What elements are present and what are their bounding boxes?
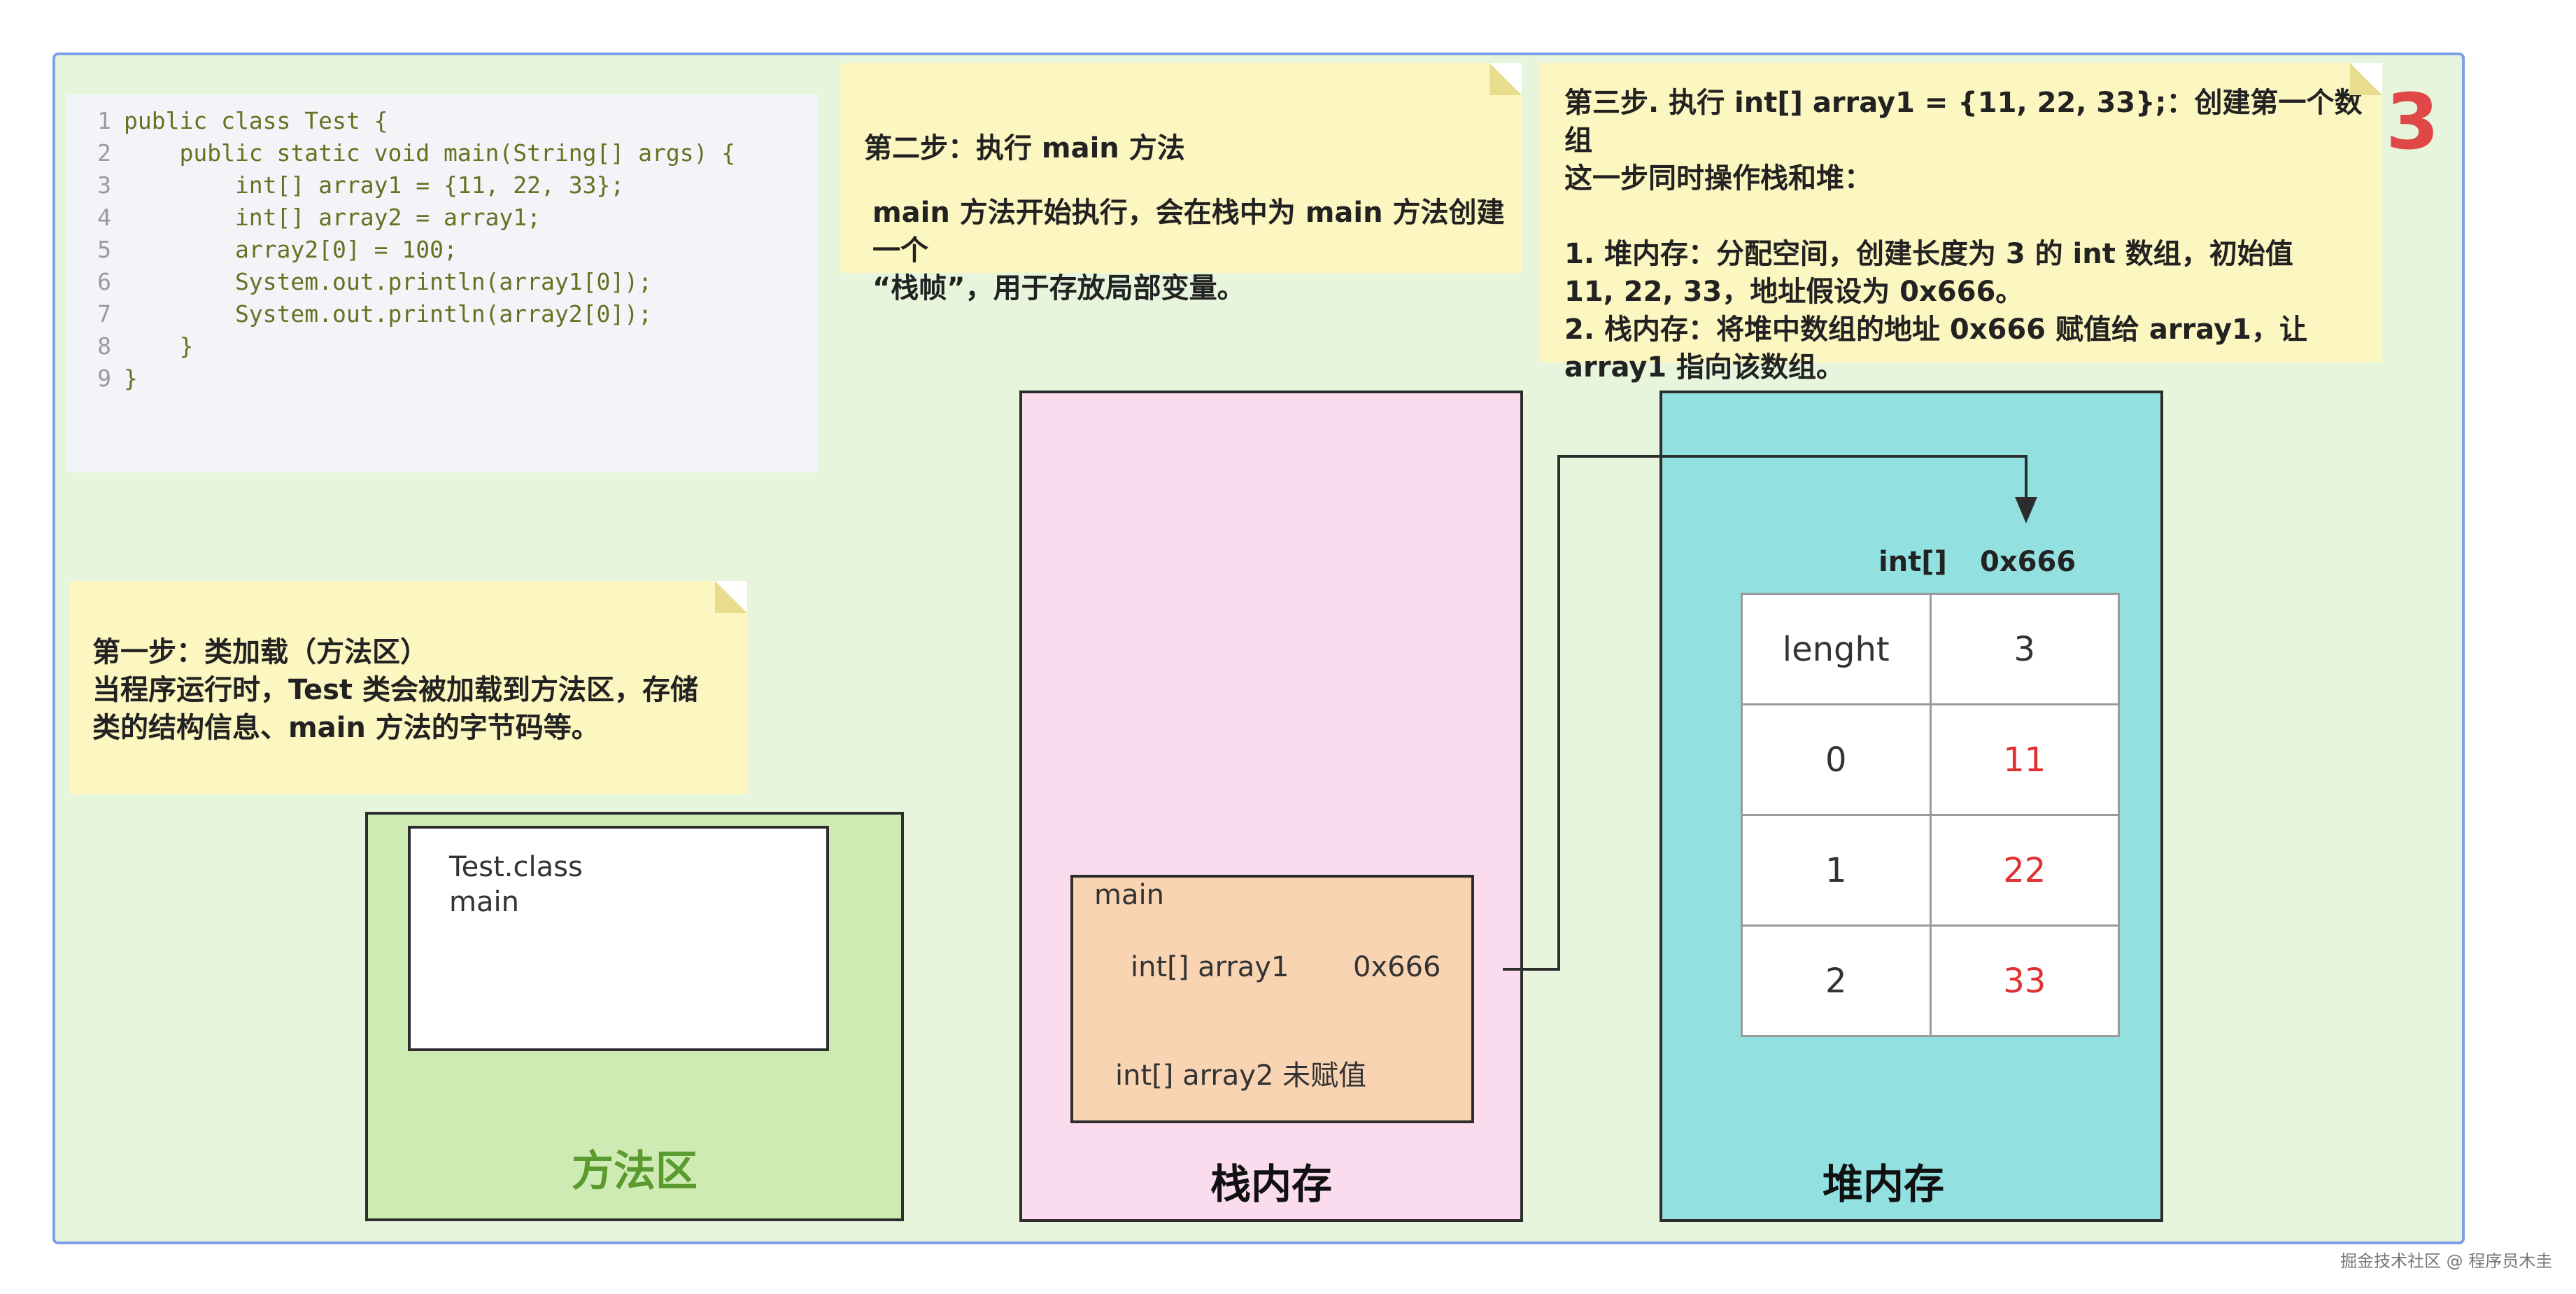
- class-box: Test.class main: [408, 826, 829, 1051]
- code-line-text: System.out.println(array1[0]);: [124, 268, 652, 295]
- reference-arrow-line: [1503, 455, 2027, 971]
- stack-var-array2: int[] array2 未赋值: [1115, 1060, 1367, 1092]
- code-line: 5 array2[0] = 100;: [66, 234, 819, 266]
- code-line-number: 4: [97, 204, 111, 231]
- code-line-number: 1: [97, 107, 111, 134]
- note-fold: [2350, 63, 2382, 95]
- note-step3-line: 1. 堆内存：分配空间，创建长度为 3 的 int 数组，初始值: [1564, 238, 2293, 270]
- code-line-number: 2: [97, 139, 111, 167]
- code-line-number: 8: [97, 332, 111, 360]
- array-value-cell: 11: [1929, 703, 2120, 816]
- note-step3-line: 2. 栈内存：将堆中数组的地址 0x666 赋值给 array1，让: [1564, 314, 2307, 346]
- method-area-label: 方法区: [572, 1147, 698, 1196]
- array-type-label: int[]: [1878, 546, 1947, 578]
- code-line-text: int[] array2 = array1;: [124, 204, 542, 231]
- note-step1-line: 类的结构信息、main 方法的字节码等。: [92, 712, 600, 744]
- class-box-method-name: main: [449, 886, 519, 918]
- array-index-cell: 1: [1741, 814, 1932, 927]
- array-address-label: 0x666: [1980, 546, 2076, 578]
- code-line: 7 System.out.println(array2[0]);: [66, 298, 819, 330]
- code-line-text: public static void main(String[] args) {: [124, 139, 736, 167]
- note-step2-line: main 方法开始执行，会在栈中为 main 方法创建一个: [872, 197, 1505, 267]
- code-line: 8 }: [66, 330, 819, 363]
- code-line: 2 public static void main(String[] args)…: [66, 137, 819, 169]
- heap-label: 堆内存: [1822, 1160, 1944, 1208]
- code-line-number: 9: [97, 365, 111, 392]
- note-step3: 第三步. 执行 int[] array1 = {11, 22, 33};：创建第…: [1539, 63, 2382, 384]
- arrow-head-icon: [2015, 497, 2037, 523]
- code-line: 3 int[] array1 = {11, 22, 33};: [66, 169, 819, 202]
- code-line: 1 public class Test {: [66, 105, 819, 137]
- stack-var-array1-value: 0x666: [1353, 951, 1441, 983]
- array-value-cell: 22: [1929, 814, 2120, 927]
- code-line-text: }: [124, 332, 194, 360]
- stack-label: 栈内存: [1210, 1160, 1332, 1208]
- note-step1-title: 第一步：类加载（方法区）: [92, 636, 428, 668]
- note-step2-title: 第二步：执行 main 方法: [864, 132, 1185, 164]
- note-step1: 第一步：类加载（方法区） 当程序运行时，Test 类会被加载到方法区，存储 类的…: [70, 581, 747, 794]
- note-fold: [1489, 63, 1522, 95]
- code-line-text: System.out.println(array2[0]);: [124, 300, 652, 328]
- code-line: 4 int[] array2 = array1;: [66, 202, 819, 234]
- note-step3-line: array1 指向该数组。: [1564, 351, 1845, 384]
- note-step3-line: 第三步. 执行 int[] array1 = {11, 22, 33};：创建第…: [1564, 87, 2363, 157]
- stack-frame-main: main int[] array1 0x666 int[] array2 未赋值: [1070, 875, 1474, 1123]
- stack-var-array1: int[] array1: [1131, 951, 1289, 983]
- note-step2-line: “栈帧”，用于存放局部变量。: [872, 272, 1245, 304]
- class-box-class-name: Test.class: [449, 851, 583, 883]
- note-step3-line: 这一步同时操作栈和堆：: [1564, 162, 1872, 195]
- code-line-number: 3: [97, 171, 111, 199]
- array-value-cell: 33: [1929, 924, 2120, 1037]
- note-fold: [715, 581, 747, 613]
- note-step2: 第二步：执行 main 方法 main 方法开始执行，会在栈中为 main 方法…: [840, 63, 1522, 304]
- array-index-cell: lenght: [1741, 593, 1932, 705]
- code-line-text: }: [124, 365, 138, 392]
- code-line-text: public class Test {: [124, 107, 388, 134]
- note-step1-line: 当程序运行时，Test 类会被加载到方法区，存储: [92, 674, 698, 706]
- code-line-text: int[] array1 = {11, 22, 33};: [124, 171, 625, 199]
- code-panel: 1 public class Test { 2 public static void…: [66, 94, 819, 472]
- array-value-cell: 3: [1929, 593, 2120, 705]
- stack-frame-name: main: [1094, 879, 1164, 911]
- code-line-text: array2[0] = 100;: [124, 236, 458, 263]
- code-line-number: 6: [97, 268, 111, 295]
- code-line-number: 5: [97, 236, 111, 263]
- watermark: 掘金技术社区 @ 程序员木圭: [2340, 1251, 2553, 1271]
- note-step3-line: 11, 22, 33，地址假设为 0x666。: [1564, 276, 2024, 308]
- step-number: 3: [2386, 77, 2440, 167]
- array-index-cell: 0: [1741, 703, 1932, 816]
- code-line: 6 System.out.println(array1[0]);: [66, 266, 819, 298]
- array-index-cell: 2: [1741, 924, 1932, 1037]
- code-line-number: 7: [97, 300, 111, 328]
- code-line: 9}: [66, 363, 819, 395]
